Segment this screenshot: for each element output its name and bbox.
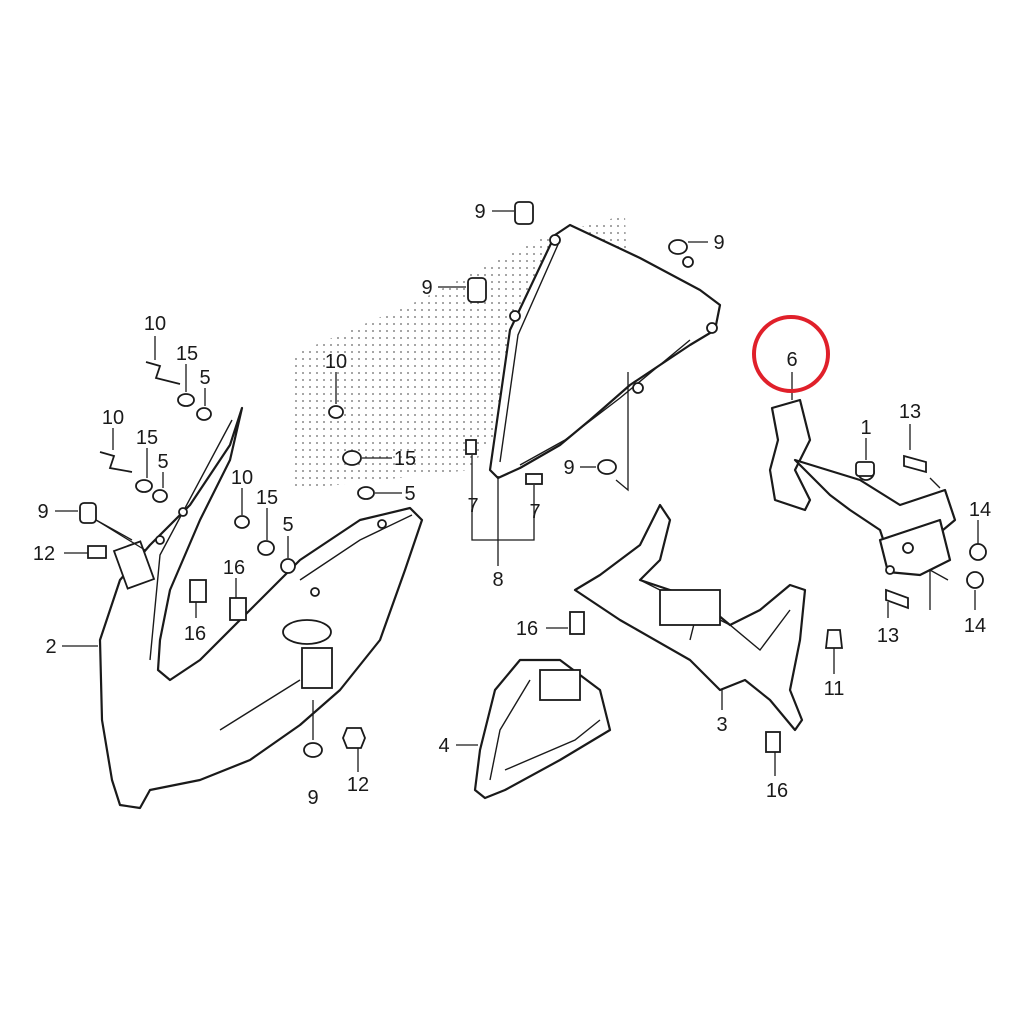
callout-16: 16 [766, 780, 788, 802]
callout-12: 12 [347, 774, 369, 796]
callout-15: 15 [176, 343, 198, 365]
lower-duct-part-4[interactable] [473, 658, 612, 800]
callout-9: 9 [37, 501, 48, 523]
callout-15: 15 [394, 448, 416, 470]
callout-7: 7 [529, 501, 540, 523]
callout-9: 9 [474, 201, 485, 223]
windscreen-part-8[interactable] [488, 223, 722, 480]
callout-1: 1 [860, 417, 871, 439]
callout-9: 9 [421, 277, 432, 299]
callout-15: 15 [256, 487, 278, 509]
callout-12: 12 [33, 543, 55, 565]
inner-panel-part-3[interactable] [573, 503, 807, 732]
callout-14: 14 [969, 499, 991, 521]
callout-9: 9 [563, 457, 574, 479]
callout-labels: 9 9 9 9 9 9 10 10 10 10 15 15 15 15 5 5 … [33, 201, 991, 809]
callout-10: 10 [325, 351, 347, 373]
callout-13: 13 [877, 625, 899, 647]
callout-4: 4 [438, 735, 449, 757]
stay-bracket-part-6[interactable] [768, 398, 957, 577]
callout-10: 10 [144, 313, 166, 335]
callout-15: 15 [136, 427, 158, 449]
callout-16: 16 [516, 618, 538, 640]
side-fairing-part-2[interactable] [98, 406, 424, 810]
callout-14: 14 [964, 615, 986, 637]
callout-6: 6 [786, 349, 797, 371]
callout-5: 5 [404, 483, 415, 505]
callout-16: 16 [184, 623, 206, 645]
callout-9: 9 [307, 787, 318, 809]
highlight-circle [752, 315, 830, 393]
callout-10: 10 [231, 467, 253, 489]
callout-5: 5 [282, 514, 293, 536]
hardware-fasteners [79, 201, 987, 758]
callout-13: 13 [899, 401, 921, 423]
callout-2: 2 [45, 636, 56, 658]
callout-16: 16 [223, 557, 245, 579]
callout-9: 9 [713, 232, 724, 254]
leader-lines [55, 210, 979, 776]
callout-10: 10 [102, 407, 124, 429]
callout-8: 8 [492, 569, 503, 591]
callout-5: 5 [157, 451, 168, 473]
callout-11: 11 [824, 678, 845, 700]
callout-5: 5 [199, 367, 210, 389]
callout-3: 3 [716, 714, 727, 736]
callout-7: 7 [467, 495, 478, 517]
